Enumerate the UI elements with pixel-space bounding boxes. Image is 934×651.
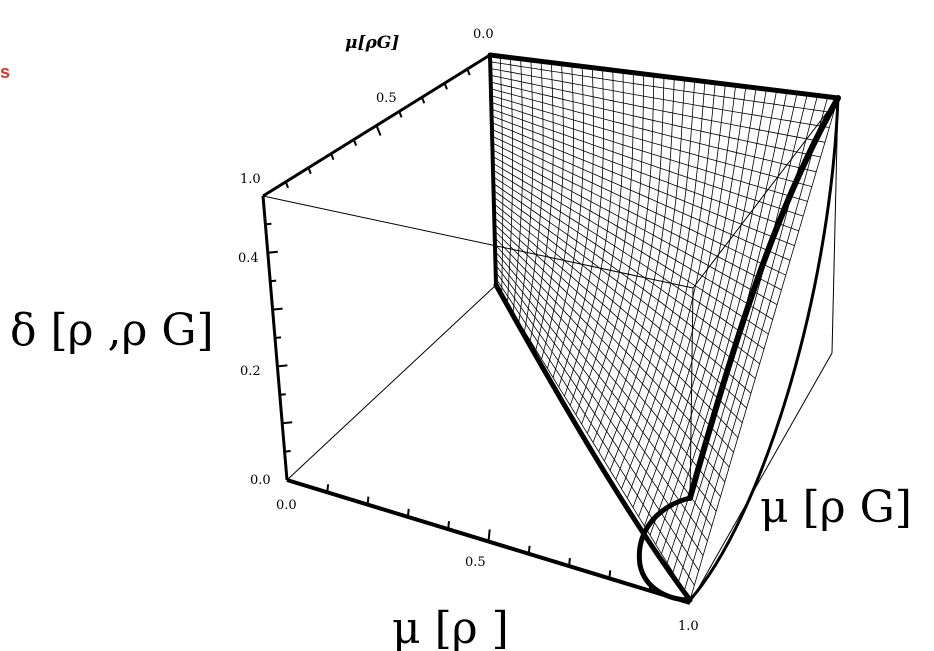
- mesh-line-v: [491, 122, 795, 246]
- mesh-line-v: [493, 210, 739, 438]
- mesh-line-v: [495, 271, 700, 571]
- mesh-line-v: [490, 95, 813, 187]
- mesh-line-v: [492, 169, 765, 350]
- tick-mark-top: [307, 167, 312, 175]
- mesh-line-v: [491, 108, 804, 217]
- mesh-line-v: [490, 68, 830, 128]
- tick-mark-top: [420, 96, 426, 104]
- box-edge: [831, 97, 839, 354]
- tick-mark-bottom: [366, 496, 370, 505]
- mesh-line-v: [493, 196, 747, 409]
- tick-label-top-y-0.5: 0.5: [376, 91, 397, 106]
- mesh-line-v: [492, 162, 769, 335]
- surface-boundary: [487, 52, 841, 603]
- mesh-line-v: [490, 61, 834, 114]
- tick-label-z-0.4: 0.4: [238, 251, 259, 266]
- tick-mark-top: [443, 82, 448, 90]
- mesh-line-v: [490, 74, 825, 143]
- mesh-line-v: [491, 135, 786, 276]
- box-edge: [689, 287, 694, 499]
- y-axis-title: μ [ρ G]: [760, 482, 912, 533]
- z-axis-title: δ [ρ ,ρ G]: [10, 305, 214, 356]
- mesh-line-v: [495, 264, 704, 556]
- tick-label-x-0.5: 0.5: [465, 555, 486, 570]
- tick-label-top-y-1.0: 1.0: [240, 172, 261, 187]
- mesh-line-v: [492, 156, 773, 320]
- fragment-text: s: [0, 62, 10, 82]
- mesh-line-u: [558, 68, 604, 388]
- tick-label-x-1.0: 1.0: [678, 619, 699, 634]
- right-edge: [687, 95, 841, 501]
- mesh-line-v: [494, 237, 721, 497]
- mesh-line-v: [491, 129, 791, 261]
- mesh-line-u: [541, 65, 574, 360]
- surface-mesh: [489, 54, 839, 601]
- tick-mark-left: [272, 307, 283, 311]
- mesh-line-v: [493, 203, 743, 424]
- tick-label-z-0.0: 0.0: [250, 473, 271, 488]
- box-edge: [689, 352, 833, 604]
- mesh-line-v: [493, 189, 752, 394]
- mesh-line-v: [495, 277, 695, 586]
- mesh-line-v: [494, 230, 726, 483]
- mesh-line-v: [494, 250, 713, 527]
- tick-mark-bottom: [487, 529, 491, 542]
- axis-ticks: [265, 68, 652, 591]
- mesh-line-v: [494, 244, 717, 512]
- box-edge: [286, 284, 497, 481]
- top-edge: [487, 52, 841, 101]
- mesh-line-v: [491, 102, 808, 202]
- tick-mark-left: [277, 364, 288, 368]
- tick-label-top-y-0.0: 0.0: [473, 27, 494, 42]
- tick-label-z-0.2: 0.2: [240, 364, 261, 379]
- tick-mark-left: [267, 250, 278, 254]
- tick-mark-top: [398, 111, 403, 118]
- tick-mark-bottom: [608, 570, 612, 579]
- lower-left-edge: [493, 282, 693, 603]
- tick-mark-top: [466, 68, 471, 76]
- tick-mark-top: [375, 125, 382, 136]
- mesh-line-v: [494, 257, 708, 542]
- mesh-line-v: [493, 183, 756, 379]
- mesh-line-v: [494, 223, 730, 468]
- mesh-line-v: [492, 149, 778, 306]
- tick-mark-bottom: [447, 521, 450, 530]
- tick-mark-left: [274, 336, 282, 339]
- mesh-line-v: [492, 176, 760, 365]
- x-axis-title: μ [ρ ]: [392, 603, 509, 651]
- front-left-edge: [488, 53, 498, 287]
- tick-mark-left: [265, 222, 272, 226]
- tick-mark-left: [270, 279, 277, 283]
- tick-mark-bottom: [406, 508, 410, 517]
- curl-edge: [636, 495, 693, 603]
- top-axis-title: μ[ρG]: [345, 33, 399, 53]
- bounding-box: [261, 53, 839, 605]
- tick-mark-left: [279, 393, 286, 396]
- tick-mark-bottom: [326, 484, 330, 493]
- tick-mark-bottom: [568, 558, 571, 567]
- tick-label-x-0.0: 0.0: [276, 498, 297, 513]
- mesh-line-v: [492, 142, 782, 291]
- tick-mark-top: [330, 153, 335, 161]
- bottom-right-edge: [688, 96, 840, 602]
- mesh-line-v: [490, 81, 821, 158]
- tick-mark-top: [352, 139, 358, 146]
- mesh-line-v: [490, 88, 817, 173]
- tick-mark-top: [284, 181, 290, 189]
- tick-mark-bottom: [527, 545, 531, 554]
- mesh-line-v: [493, 217, 734, 453]
- mesh-line-v: [491, 115, 799, 232]
- tick-mark-left: [284, 450, 291, 453]
- tick-mark-left: [282, 421, 293, 425]
